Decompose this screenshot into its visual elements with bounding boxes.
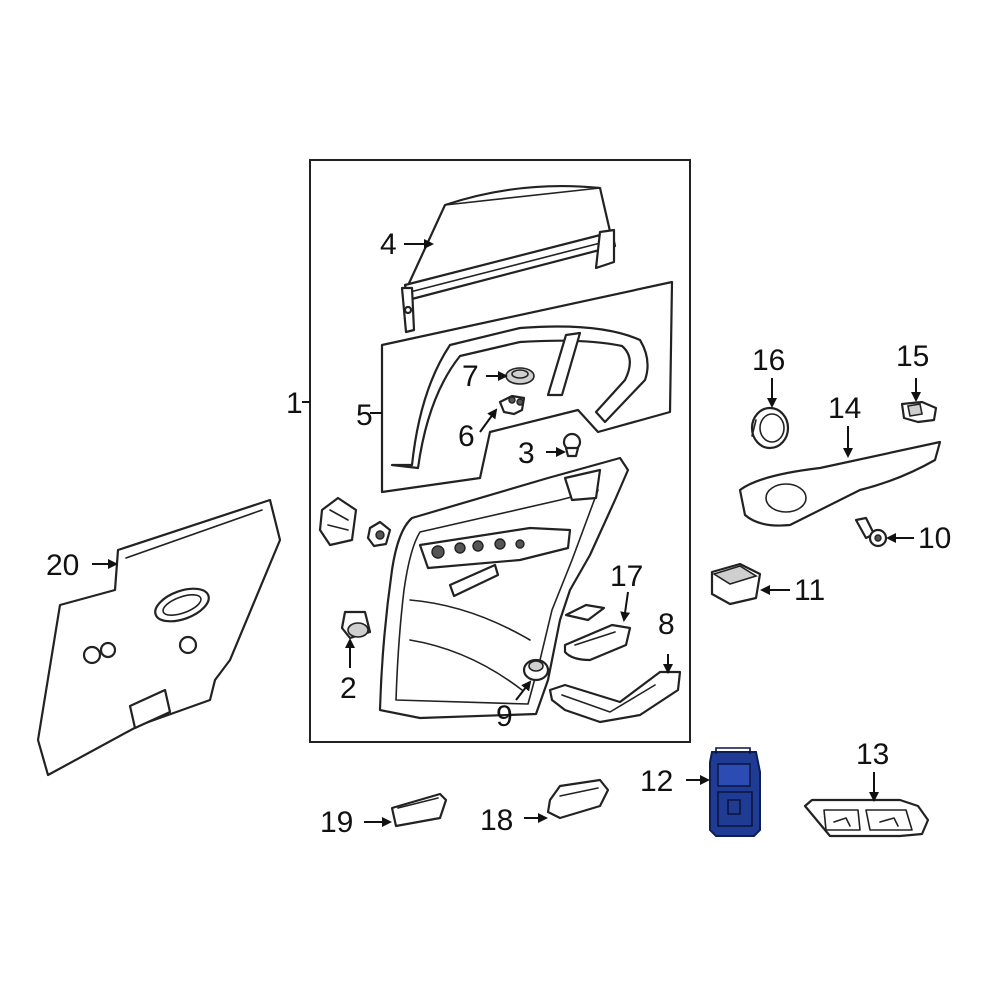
callout-13: 13 bbox=[856, 738, 889, 771]
callout-18: 18 bbox=[480, 804, 513, 837]
callout-8: 8 bbox=[658, 608, 675, 641]
callout-6: 6 bbox=[458, 420, 475, 453]
part-15-clip[interactable] bbox=[900, 400, 938, 424]
assembly-frame bbox=[309, 159, 691, 743]
part-19-switch[interactable] bbox=[390, 792, 448, 828]
part-16-speaker-grille[interactable] bbox=[750, 406, 790, 450]
callout-11: 11 bbox=[794, 574, 825, 607]
part-5-trim-panel[interactable] bbox=[380, 280, 674, 494]
callout-16: 16 bbox=[752, 344, 785, 377]
part-14-trim-strip[interactable] bbox=[738, 440, 942, 527]
part-11-housing[interactable] bbox=[710, 562, 762, 606]
callout-2: 2 bbox=[340, 672, 357, 705]
part-17-pull-cup[interactable] bbox=[563, 603, 632, 662]
callout-9: 9 bbox=[496, 700, 513, 733]
callout-20: 20 bbox=[46, 549, 79, 582]
left-bracket bbox=[318, 496, 358, 547]
part-8-armrest[interactable] bbox=[548, 670, 682, 724]
part-13-seat-switch-panel[interactable] bbox=[803, 798, 930, 838]
part-9-plug[interactable] bbox=[522, 658, 550, 682]
part-20-insulation-sheet[interactable] bbox=[36, 498, 282, 777]
callout-15: 15 bbox=[896, 340, 929, 373]
callout-7: 7 bbox=[462, 360, 479, 393]
leader-lines bbox=[92, 239, 921, 827]
part-3-push-pin[interactable] bbox=[562, 432, 582, 458]
part-18-handle[interactable] bbox=[546, 778, 610, 820]
callout-17: 17 bbox=[610, 560, 643, 593]
callout-3: 3 bbox=[518, 437, 535, 470]
part-4-sunshade[interactable] bbox=[400, 184, 617, 334]
part-12-window-switch[interactable] bbox=[709, 747, 761, 837]
callout-12: 12 bbox=[640, 765, 673, 798]
door-trim-panel bbox=[378, 456, 630, 720]
callout-1: 1 bbox=[286, 387, 303, 420]
callout-19: 19 bbox=[320, 806, 353, 839]
part-7-cap[interactable] bbox=[505, 367, 535, 385]
callout-14: 14 bbox=[828, 392, 861, 425]
part-10-screw[interactable] bbox=[854, 516, 888, 548]
part-2-speaker-nut[interactable] bbox=[340, 610, 372, 640]
part-6-clip[interactable] bbox=[498, 394, 526, 416]
callout-4: 4 bbox=[380, 228, 397, 261]
callout-10: 10 bbox=[918, 522, 951, 555]
callout-5: 5 bbox=[356, 399, 373, 432]
grommet bbox=[366, 520, 392, 548]
